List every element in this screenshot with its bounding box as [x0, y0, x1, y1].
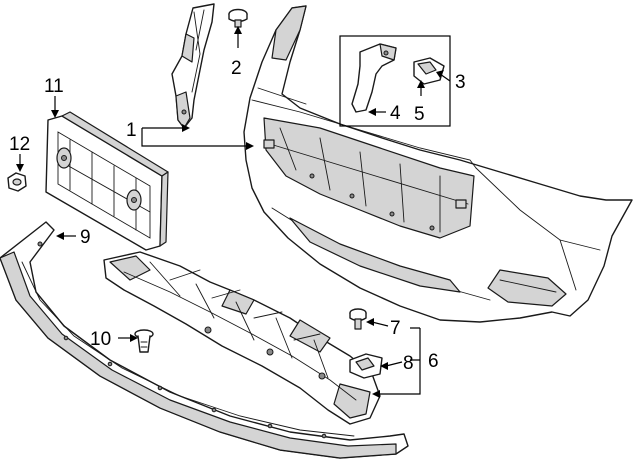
- callout-10: 10: [90, 329, 111, 350]
- callout-11: 11: [44, 76, 64, 97]
- callout-2: 2: [231, 58, 242, 79]
- license-plate-bracket: [45, 111, 169, 251]
- callout-5: 5: [414, 104, 425, 125]
- leader-lines: [16, 26, 451, 398]
- lower-support: [103, 251, 381, 425]
- callout-4: 4: [390, 103, 401, 124]
- callout-1: 1: [126, 120, 137, 141]
- retainer: [349, 353, 383, 379]
- nut: [7, 172, 27, 192]
- callout-labels: 1 2 3 4 5 6 7 8 9 10 11 12: [9, 58, 466, 374]
- callout-3: 3: [455, 72, 466, 93]
- callout-12: 12: [9, 134, 30, 155]
- screw-top: [228, 8, 248, 28]
- push-pin: [134, 329, 154, 353]
- callout-8: 8: [403, 353, 414, 374]
- upper-bracket: [171, 3, 215, 129]
- lower-valance: [0, 221, 409, 459]
- bolt: [349, 308, 367, 330]
- detail-box: [339, 35, 451, 127]
- callout-9: 9: [80, 227, 91, 248]
- callout-7: 7: [390, 318, 401, 339]
- bumper-cover: [243, 5, 633, 323]
- callout-6: 6: [428, 351, 439, 372]
